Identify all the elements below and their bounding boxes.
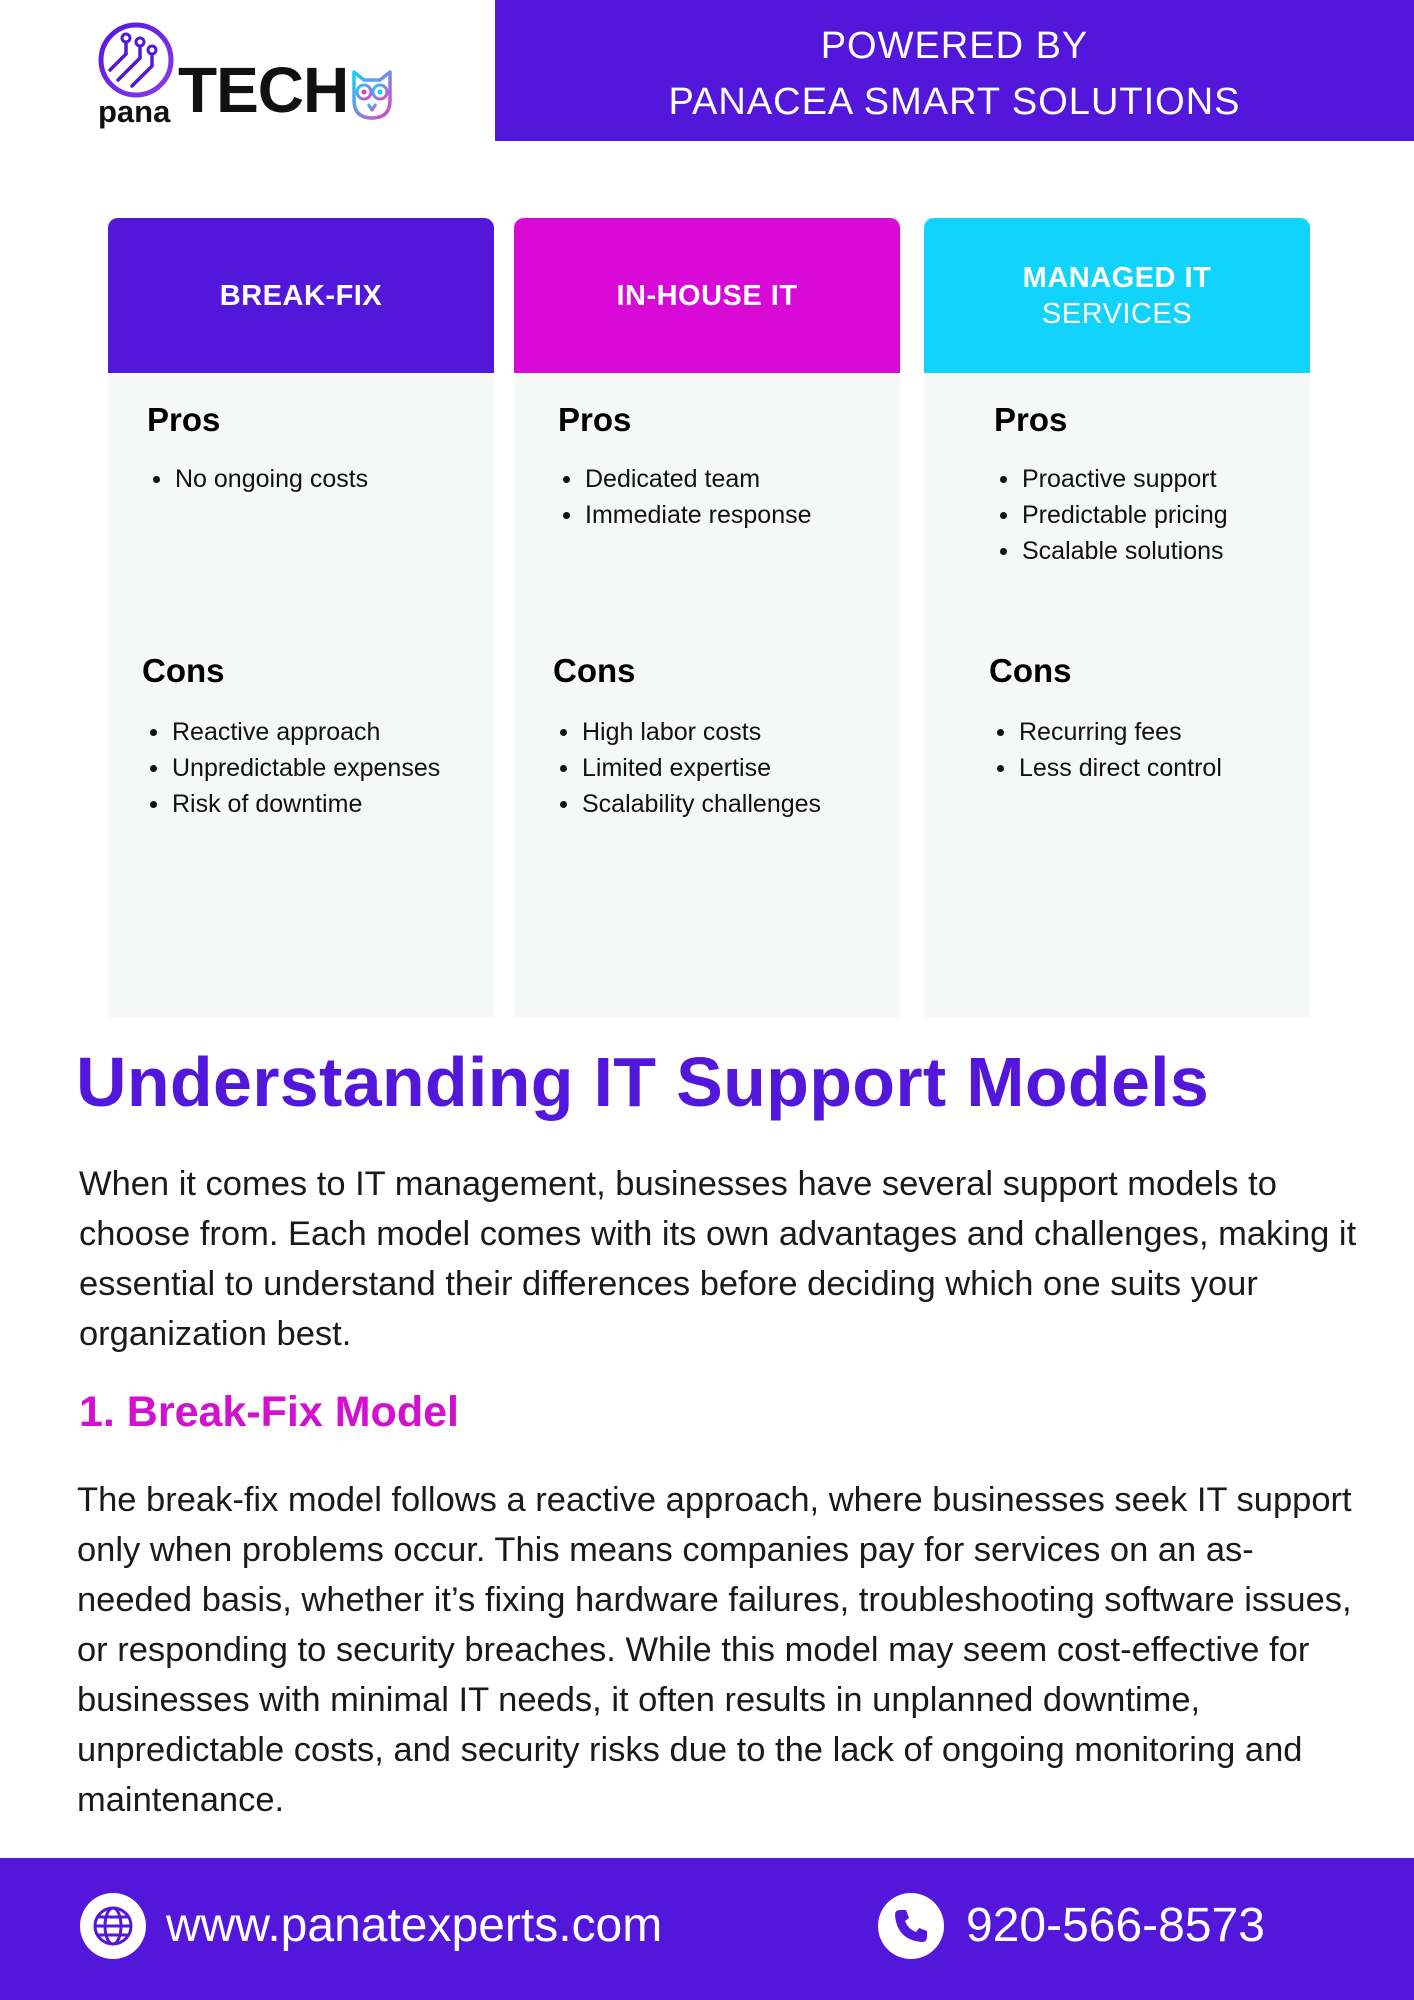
list-item: No ongoing costs [147,461,368,497]
card-managed-it-services: MANAGED IT SERVICES Pros Proactive suppo… [924,218,1310,1018]
logo-circuit-icon [98,22,174,98]
list-item: Less direct control [991,750,1222,786]
list-item: Predictable pricing [994,497,1228,533]
company-logo: pana TECH [96,20,406,130]
list-item: Limited expertise [554,750,821,786]
card-header: BREAK-FIX [108,218,494,373]
list-item: Immediate response [557,497,812,533]
list-item: Recurring fees [991,714,1222,750]
intro-paragraph: When it comes to IT management, business… [79,1165,1357,1353]
powered-by-line2: PANACEA SMART SOLUTIONS [668,81,1241,123]
list-item: Scalability challenges [554,786,821,822]
card-title: BREAK-FIX [219,279,383,312]
cons-list: Recurring fees Less direct control [991,714,1222,786]
pros-heading: Pros [558,401,632,438]
pros-list: No ongoing costs [147,461,368,497]
pros-list: Dedicated team Immediate response [557,461,812,533]
list-item: Proactive support [994,461,1228,497]
list-item: Dedicated team [557,461,812,497]
page-title: Understanding IT Support Models [76,1043,1210,1121]
card-header: MANAGED IT SERVICES [924,218,1310,373]
globe-icon [80,1893,146,1959]
logo-prefix-text: pana [98,94,171,129]
pros-heading: Pros [147,401,221,438]
card-in-house-it: IN-HOUSE IT Pros Dedicated team Immediat… [514,218,900,1018]
section-body-paragraph: The break-fix model follows a reactive a… [77,1481,1352,1819]
card-title: MANAGED IT [1022,261,1212,294]
powered-by-banner: POWERED BY PANACEA SMART SOLUTIONS [495,0,1414,141]
list-item: Unpredictable expenses [144,750,440,786]
phone-number-link[interactable]: 920-566-8573 [966,1899,1265,1952]
section-heading: 1. Break-Fix Model [79,1388,459,1436]
owl-icon [352,70,392,120]
powered-by-line1: POWERED BY [820,25,1089,67]
list-item: Scalable solutions [994,533,1228,569]
phone-icon [878,1893,944,1959]
pros-list: Proactive support Predictable pricing Sc… [994,461,1228,569]
card-subtitle: SERVICES [1041,297,1193,330]
logo-main-text: TECH [178,54,349,126]
card-break-fix: BREAK-FIX Pros No ongoing costs Cons Rea… [108,218,494,1018]
card-title: IN-HOUSE IT [616,279,798,312]
cons-heading: Cons [553,652,636,689]
cons-list: Reactive approach Unpredictable expenses… [144,714,440,822]
cons-heading: Cons [142,652,225,689]
card-header: IN-HOUSE IT [514,218,900,373]
list-item: Risk of downtime [144,786,440,822]
cons-heading: Cons [989,652,1072,689]
footer-bar: www.panatexperts.com 920-566-8573 [0,1858,1414,2000]
list-item: High labor costs [554,714,821,750]
list-item: Reactive approach [144,714,440,750]
website-link[interactable]: www.panatexperts.com [166,1899,663,1952]
cons-list: High labor costs Limited expertise Scala… [554,714,821,822]
pros-heading: Pros [994,401,1068,438]
